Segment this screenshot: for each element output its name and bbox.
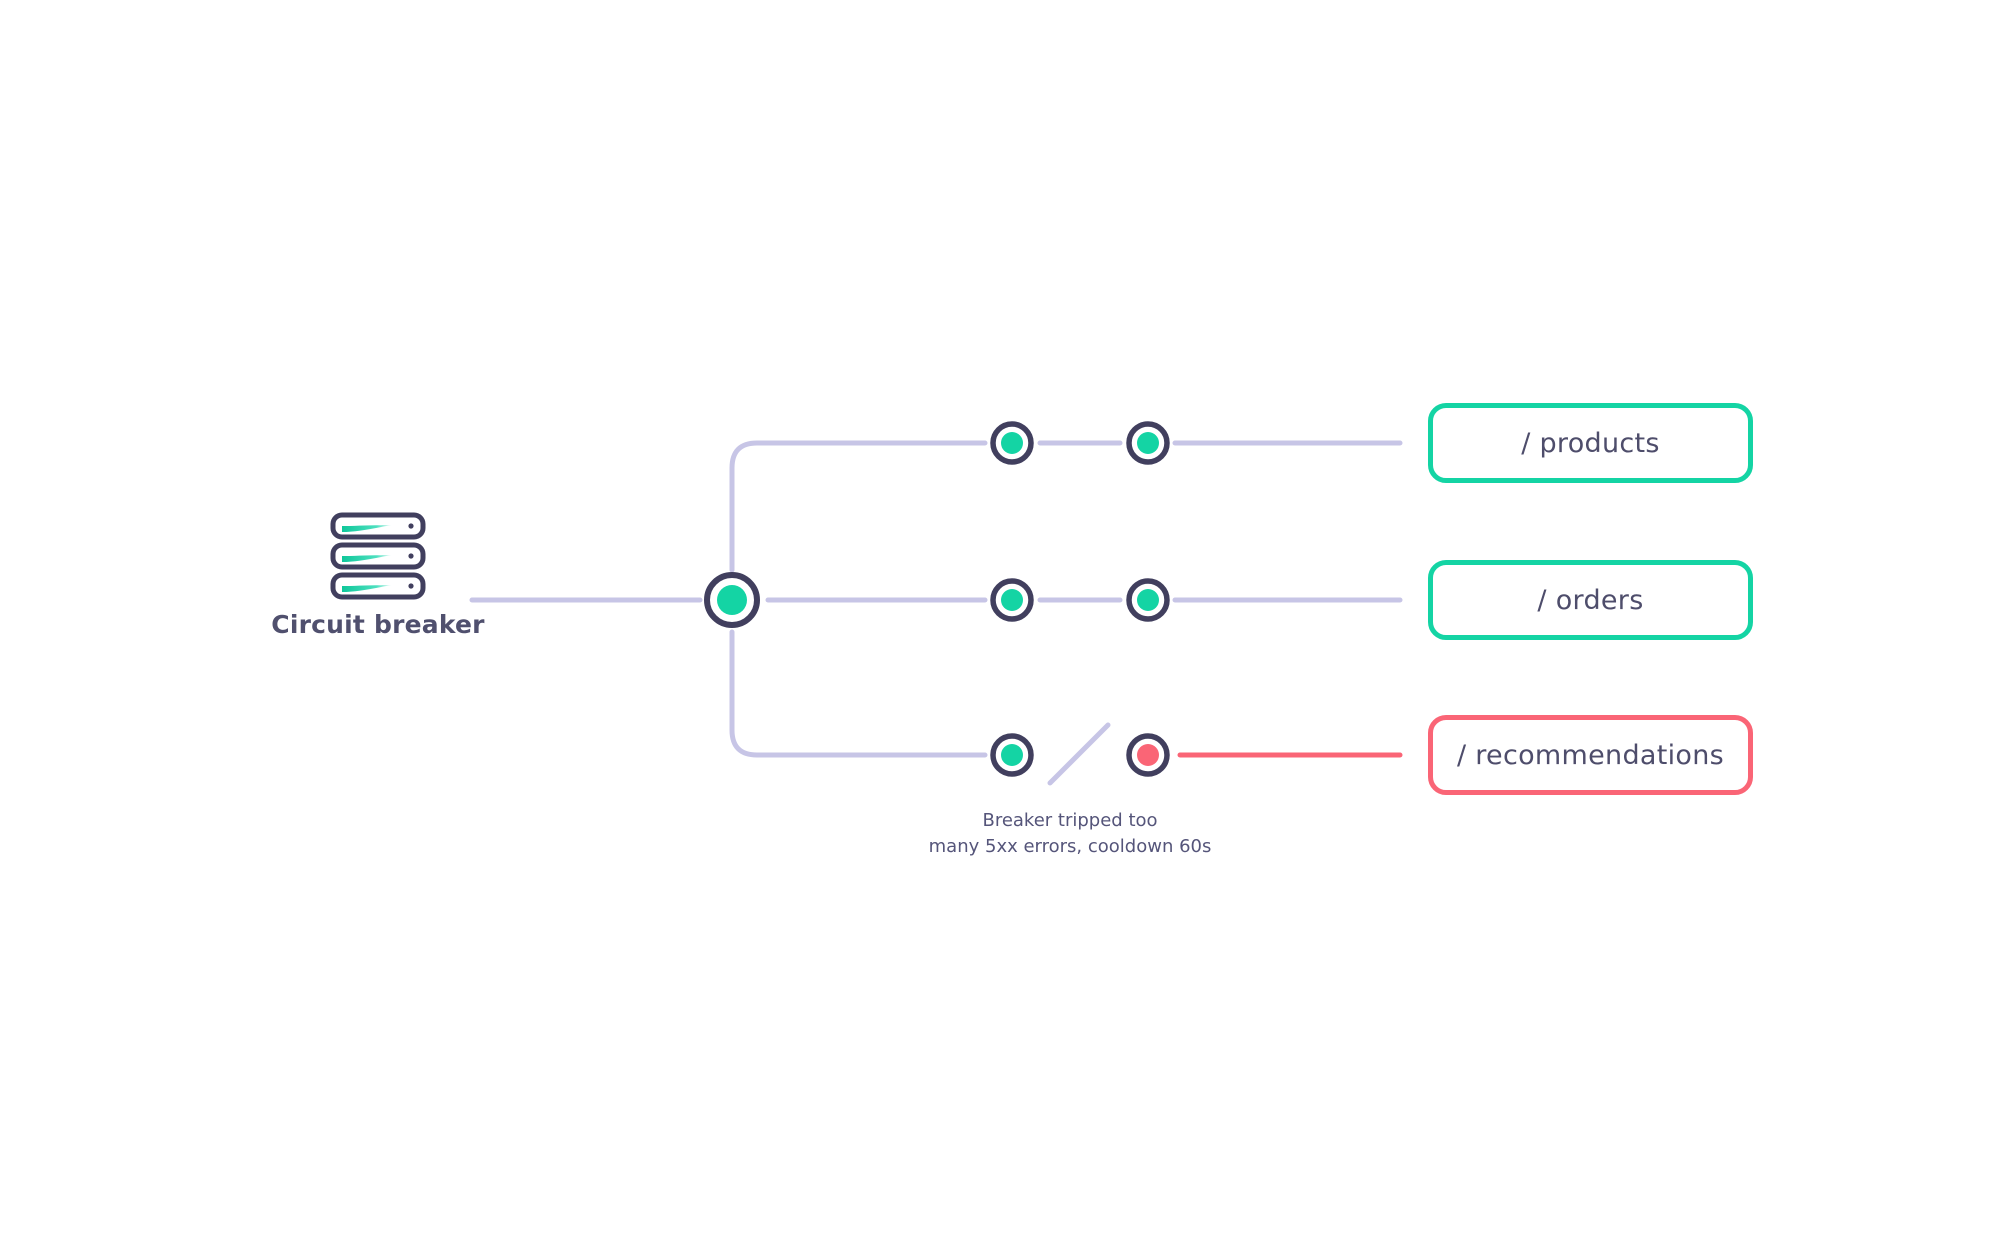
endpoint-pill-orders[interactable]: / orders — [1428, 560, 1753, 640]
node-orders-1[interactable] — [990, 578, 1034, 622]
broken-link-slash-icon — [1047, 722, 1111, 786]
breaker-caption: Breaker tripped too many 5xx errors, coo… — [880, 808, 1260, 859]
node-recommendations-2-failed[interactable] — [1126, 733, 1170, 777]
caption-line-2: many 5xx errors, cooldown 60s — [928, 835, 1212, 857]
endpoint-label-recommendations: / recommendations — [1456, 739, 1725, 771]
node-recommendations-1[interactable] — [990, 733, 1034, 777]
endpoint-label-orders: / orders — [1537, 584, 1644, 616]
endpoint-pill-products[interactable]: / products — [1428, 403, 1753, 483]
caption-line-1: Breaker tripped too — [982, 810, 1158, 831]
source-label: Circuit breaker — [271, 610, 485, 639]
node-products-2[interactable] — [1126, 421, 1170, 465]
endpoint-label-products: / products — [1521, 427, 1660, 459]
node-orders-2[interactable] — [1126, 578, 1170, 622]
server-stack-icon — [330, 512, 426, 600]
hub-node[interactable] — [704, 572, 760, 628]
source-node[interactable]: Circuit breaker — [268, 512, 488, 639]
wire-hub-to-recommendations — [729, 629, 988, 758]
endpoint-pill-recommendations[interactable]: / recommendations — [1428, 715, 1753, 795]
wire-hub-to-products — [729, 440, 988, 573]
node-products-1[interactable] — [990, 421, 1034, 465]
